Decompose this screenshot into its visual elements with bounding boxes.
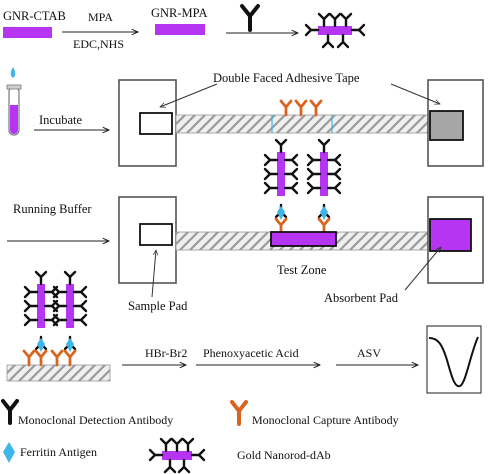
tape-pointer-left [160, 83, 218, 107]
sample-pad-top [139, 112, 173, 135]
asv-label: ASV [357, 346, 381, 360]
hbr-br2-label: HBr-Br2 [145, 346, 187, 360]
legend-ferritin-icon [3, 442, 15, 463]
sample-pad-mid [139, 223, 173, 246]
gnr-mpa-rod [155, 24, 205, 35]
absorbent-pad-top [429, 110, 464, 141]
double-tape-label: Double Faced Adhesive Tape [213, 71, 360, 85]
absorbent-pad-label: Absorbent Pad [324, 291, 399, 305]
absorbent-pad-pointer [404, 247, 441, 291]
absorbent-pad-mid [429, 218, 472, 252]
conjugate-stack-bottom-left [23, 270, 59, 352]
membrane-strip-bottom [6, 364, 111, 382]
asv-plot-frame [426, 325, 482, 394]
conjugate-stack-test-left [263, 138, 299, 235]
legend-gold-nanorod-label: Gold Nanorod-dAb [237, 448, 331, 462]
legend-detection-icon [1, 399, 19, 425]
conjugate-stack-bottom-right [52, 270, 88, 352]
conjugate-stack-test-right [306, 138, 342, 235]
asv-curve [428, 336, 479, 388]
membrane-strip-top [175, 114, 429, 134]
mpa-label: MPA [88, 10, 113, 24]
gnr-ctab-label: GNR-CTAB [3, 9, 66, 23]
legend-gold-nanorod-icon [148, 437, 206, 474]
sample-pad-pointer [151, 250, 156, 298]
legend-capture-icon [230, 400, 248, 426]
legend-ferritin-label: Ferritin Antigen [20, 445, 97, 459]
gnr-mpa-label: GNR-MPA [151, 6, 208, 20]
legend-capture-label: Monoclonal Capture Antibody [252, 413, 399, 427]
test-zone-label: Test Zone [277, 263, 327, 277]
tube-icon [6, 67, 22, 136]
test-zone-bar [270, 231, 337, 247]
gold-nanorod-dab-icon [304, 12, 366, 49]
gnr-ctab-rod [3, 27, 52, 38]
phenoxyacetic-label: Phenoxyacetic Acid [203, 346, 299, 360]
incubate-label: Incubate [39, 113, 82, 127]
capture-antibodies-bottom [22, 349, 77, 367]
detection-antibody-icon [240, 4, 260, 32]
capture-antibodies-top [279, 99, 323, 117]
tape-pointer-right [390, 83, 440, 104]
legend-detection-label: Monoclonal Detection Antibody [18, 413, 173, 427]
edc-nhs-label: EDC,NHS [73, 37, 124, 51]
running-buffer-label: Running Buffer [13, 202, 92, 216]
sample-pad-label: Sample Pad [128, 299, 188, 313]
